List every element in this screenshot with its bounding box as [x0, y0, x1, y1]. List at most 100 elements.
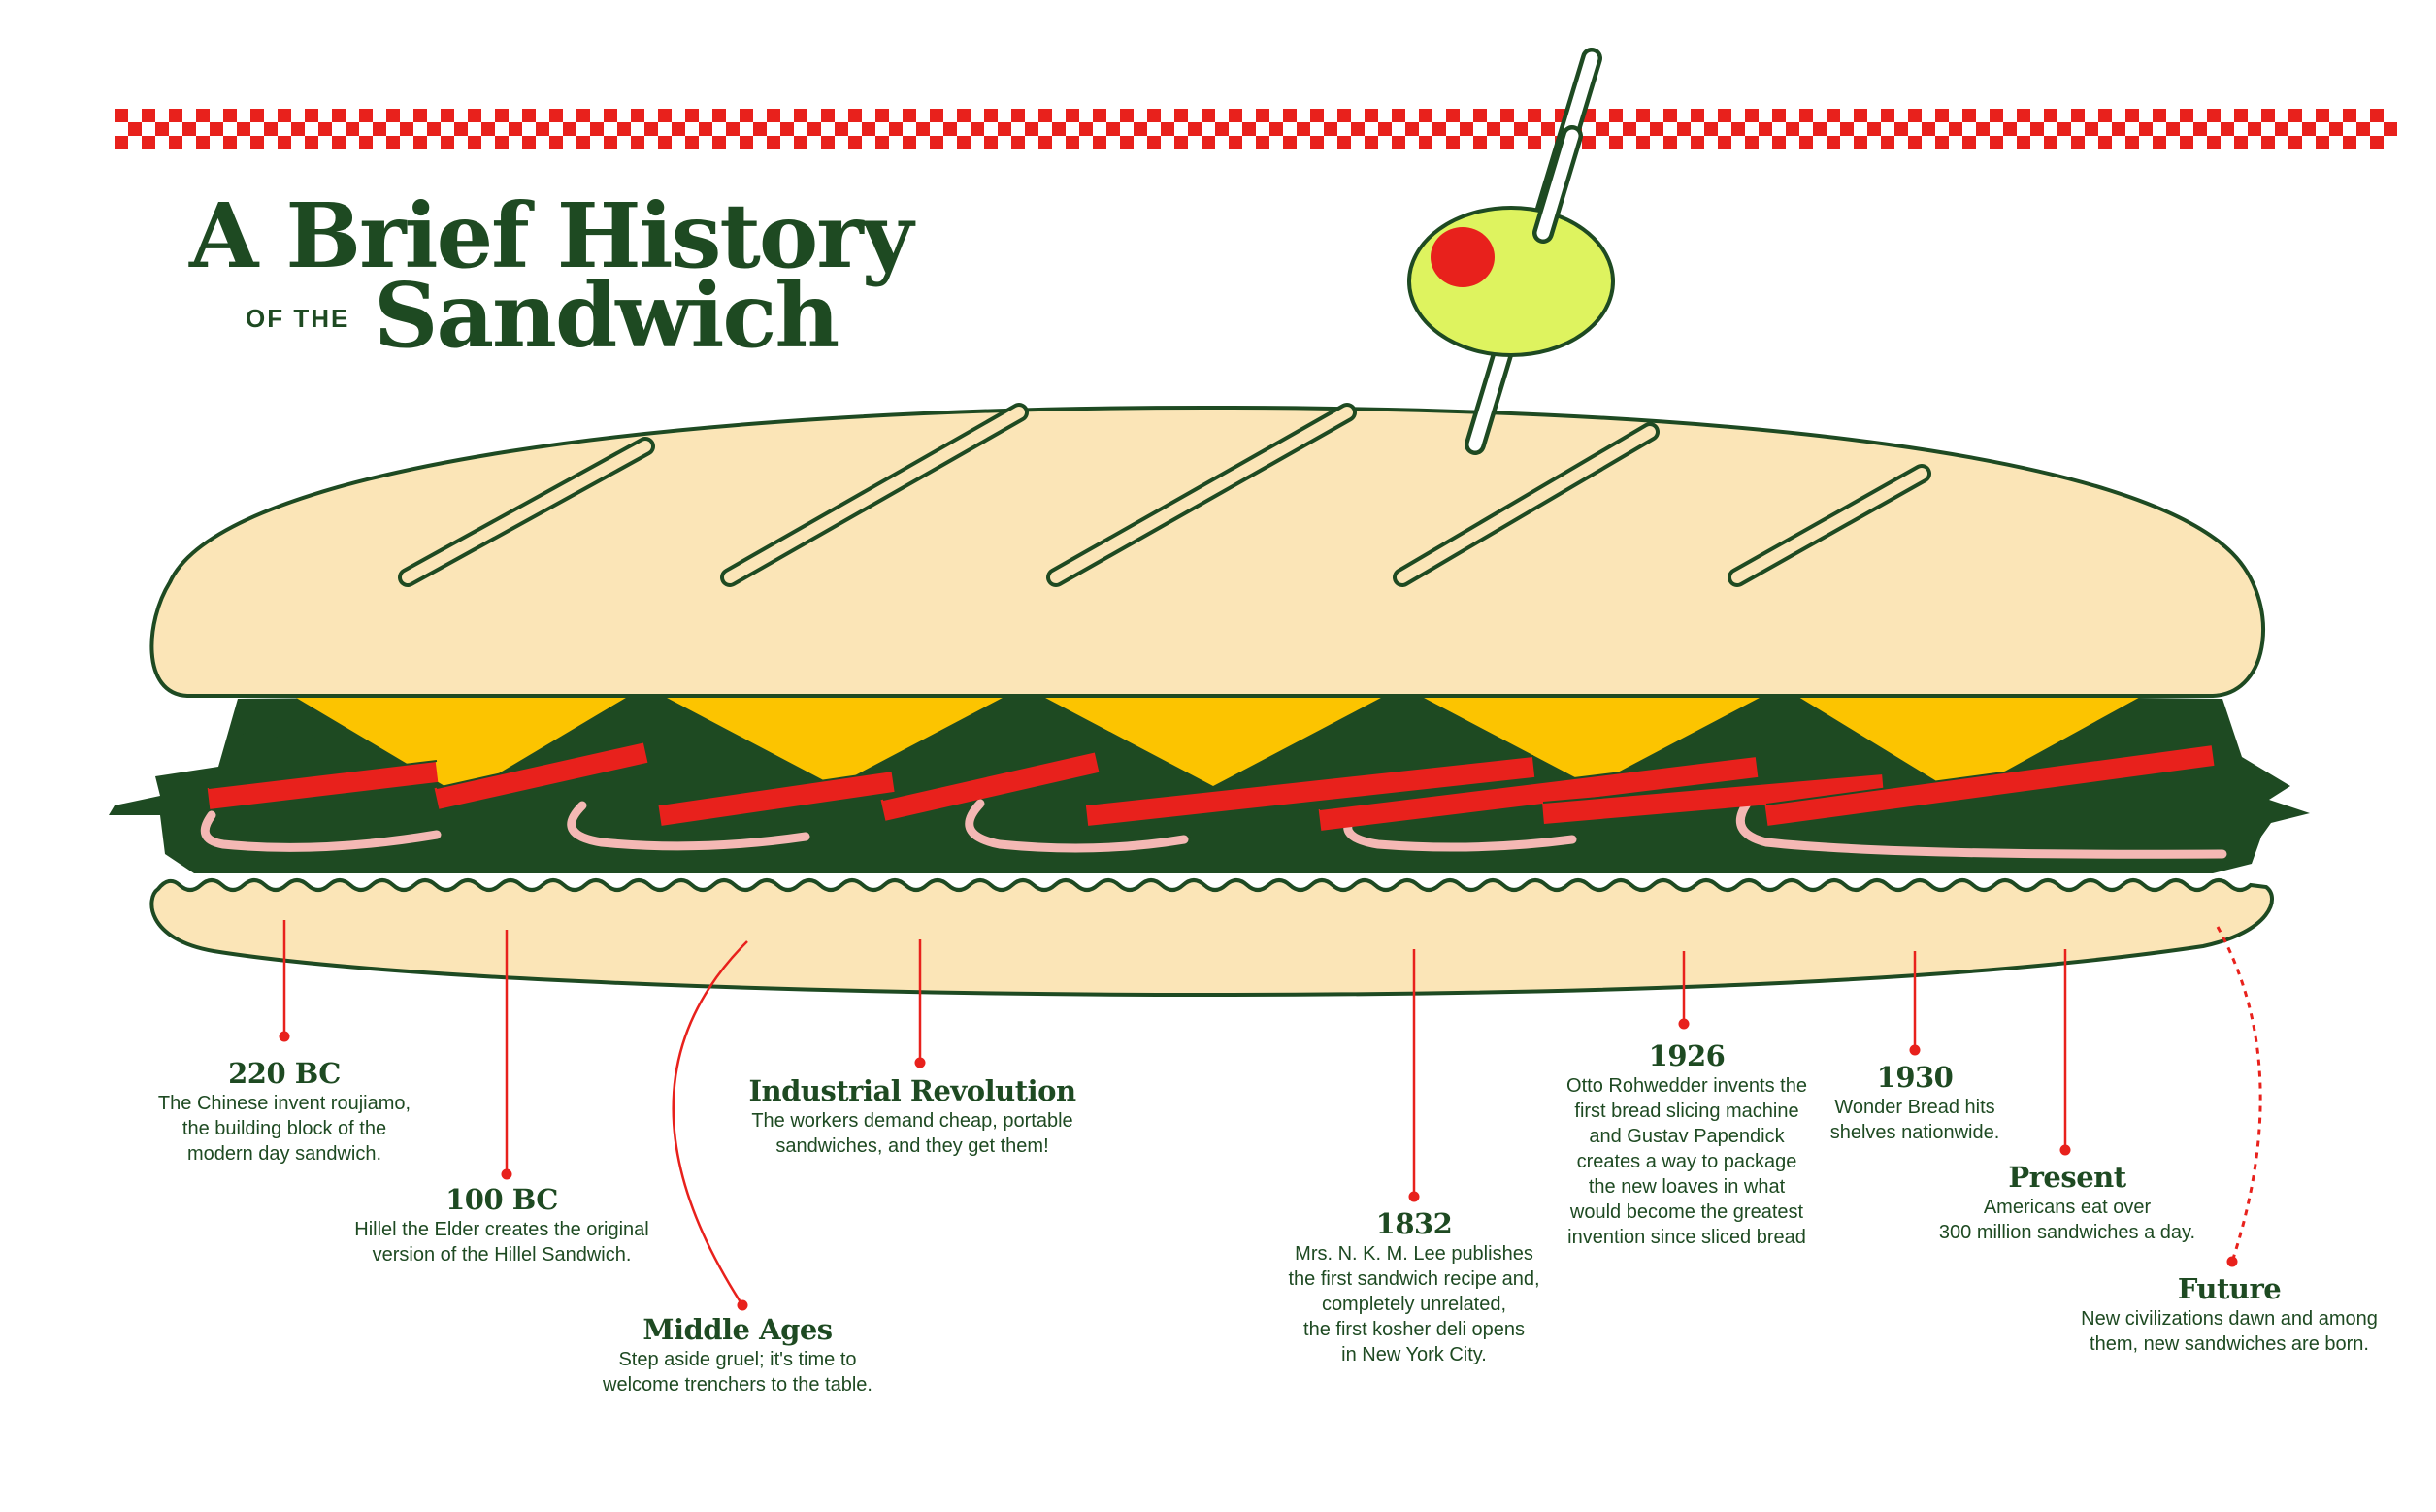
- checker-square: [1691, 109, 1704, 122]
- event-description-line: sandwiches, and they get them!: [775, 1135, 1049, 1157]
- event-description-line: The workers demand cheap, portable: [751, 1110, 1073, 1132]
- timeline-pointers: [279, 920, 2262, 1311]
- checker-square: [1093, 109, 1106, 122]
- checker-square: [916, 122, 930, 136]
- checker-square: [1582, 136, 1596, 149]
- checker-square: [1147, 109, 1161, 122]
- checker-square: [1731, 122, 1745, 136]
- checker-square: [2071, 109, 2085, 122]
- checker-square: [2085, 122, 2098, 136]
- tomato-edge: [1086, 755, 1534, 805]
- checker-square: [495, 136, 509, 149]
- checker-square: [1840, 122, 1854, 136]
- checker-square: [2166, 122, 2180, 136]
- checker-square: [685, 109, 699, 122]
- checker-square: [712, 136, 726, 149]
- checkered-banner: [115, 109, 2397, 149]
- checker-square: [1949, 122, 1962, 136]
- title-small: OF THE: [246, 304, 349, 333]
- ham-curl: [965, 799, 1189, 853]
- pointer-dot-220bc: [279, 1031, 290, 1042]
- checker-square: [590, 122, 604, 136]
- checker-square: [495, 109, 509, 122]
- checker-square: [1120, 136, 1134, 149]
- checker-square: [1392, 109, 1405, 122]
- event-description-line: in New York City.: [1341, 1344, 1487, 1365]
- checker-square: [1500, 109, 1514, 122]
- grill-mark: [1731, 468, 1927, 583]
- checker-square: [2003, 122, 2017, 136]
- checker-square: [1202, 136, 1215, 149]
- checker-square: [1446, 136, 1460, 149]
- checker-square: [481, 122, 495, 136]
- checker-square: [2098, 109, 2112, 122]
- event-description-line: shelves nationwide.: [1829, 1122, 2000, 1143]
- checker-square: [169, 109, 182, 122]
- event-year: 220 BC: [228, 1057, 341, 1090]
- checker-square: [1827, 109, 1840, 122]
- event-description-line: Mrs. N. K. M. Lee publishes: [1295, 1243, 1533, 1265]
- event-description-line: welcome trenchers to the table.: [603, 1374, 872, 1396]
- event-description-line: the new loaves in what: [1588, 1176, 1786, 1198]
- event-year: 100 BC: [445, 1183, 558, 1216]
- checker-square: [2329, 122, 2343, 136]
- checker-square: [1188, 122, 1202, 136]
- checker-square: [767, 109, 780, 122]
- checker-square: [2139, 122, 2153, 136]
- tomato-slice: [434, 741, 648, 809]
- checker-square: [250, 109, 264, 122]
- checker-square: [250, 136, 264, 149]
- pointer-dot-industrial-revolution: [914, 1057, 926, 1068]
- checker-square: [658, 109, 672, 122]
- checker-square: [427, 122, 441, 136]
- checker-square: [1962, 109, 1976, 122]
- checker-square: [1310, 136, 1324, 149]
- checker-square: [604, 109, 617, 122]
- checker-square: [1663, 109, 1677, 122]
- checker-square: [1976, 122, 1990, 136]
- checker-square: [631, 109, 644, 122]
- event-year: 1926: [1648, 1039, 1726, 1072]
- checker-square: [1256, 136, 1269, 149]
- event-description-line: modern day sandwich.: [186, 1143, 382, 1165]
- checker-square: [1691, 136, 1704, 149]
- checker-square: [780, 122, 794, 136]
- checker-square: [1378, 122, 1392, 136]
- event-description-line: first bread slicing machine: [1574, 1101, 1799, 1122]
- checker-square: [2044, 109, 2057, 122]
- lettuce-top-edge: [238, 699, 315, 738]
- checker-square: [1854, 109, 1867, 122]
- checker-square: [2071, 136, 2085, 149]
- tomato-edge: [1765, 743, 2214, 805]
- tomato-slice: [1318, 756, 1759, 831]
- checker-square: [2057, 122, 2071, 136]
- checker-square: [1229, 109, 1242, 122]
- checker-square: [2356, 122, 2370, 136]
- checker-square: [278, 109, 291, 122]
- ham-curl: [567, 801, 810, 851]
- checker-square: [1623, 122, 1636, 136]
- checker-square: [1799, 136, 1813, 149]
- toothpick-front-inner: [1536, 129, 1579, 240]
- checker-square: [1908, 109, 1922, 122]
- event-description-line: Wonder Bread hits: [1834, 1097, 1995, 1118]
- event-description-line: New civilizations dawn and among: [2081, 1308, 2378, 1330]
- checker-square: [875, 109, 889, 122]
- grill-mark: [1397, 426, 1656, 583]
- checker-square: [359, 136, 373, 149]
- checker-square: [2017, 109, 2030, 122]
- event-description-line: them, new sandwiches are born.: [2090, 1333, 2369, 1355]
- checker-square: [617, 122, 631, 136]
- checker-square: [1337, 136, 1351, 149]
- checker-square: [332, 136, 346, 149]
- checker-square: [821, 109, 835, 122]
- grill-mark: [402, 441, 651, 583]
- checker-square: [957, 109, 971, 122]
- cheese-slice: [281, 689, 641, 796]
- checker-square: [549, 136, 563, 149]
